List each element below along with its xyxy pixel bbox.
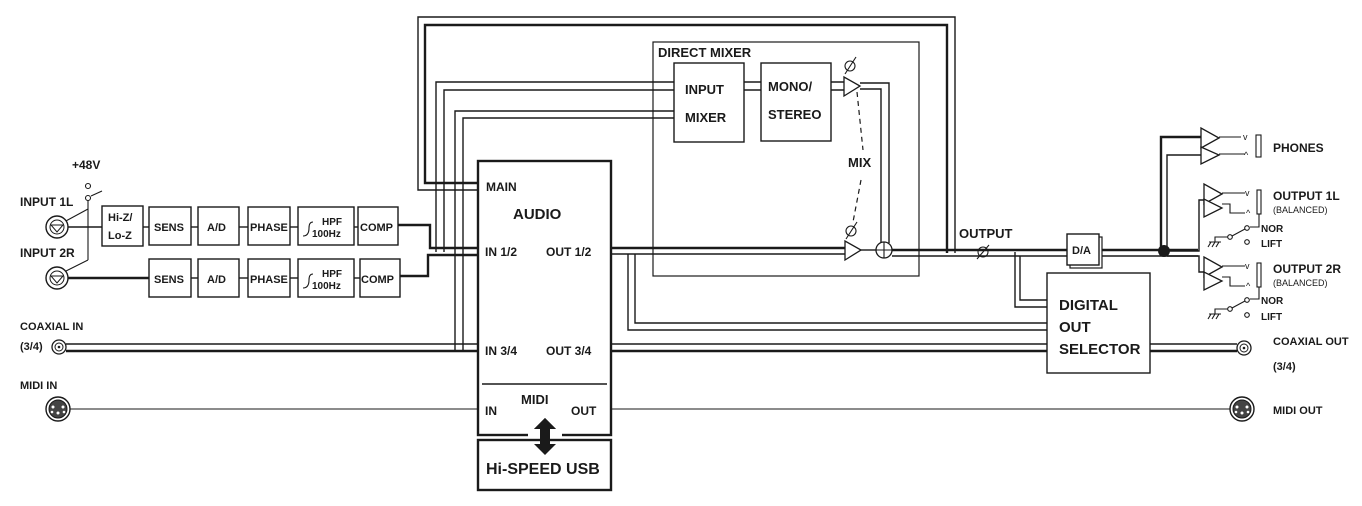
output2-jack-icon xyxy=(1256,262,1262,288)
xlr-jack-input2 xyxy=(45,266,69,290)
hiz-label-2: Lo-Z xyxy=(108,230,132,242)
phantom-label: +48V xyxy=(72,158,100,172)
coaxial-out-channel: (3/4) xyxy=(1273,361,1296,373)
midi-in-jack xyxy=(45,396,71,422)
hpf-label-2: HPF xyxy=(322,269,342,280)
xlr-jack-input1 xyxy=(45,215,69,239)
phones-jack-icon xyxy=(1255,134,1262,158)
midi-label: MIDI xyxy=(521,392,548,407)
hpf-freq-2: 100Hz xyxy=(312,281,341,292)
in34-label: IN 3/4 xyxy=(485,344,517,358)
svg-text:^: ^ xyxy=(1246,208,1251,218)
output2-label: OUTPUT 2R xyxy=(1273,262,1341,276)
da-converter-block xyxy=(1066,233,1100,266)
ad-label-2: A/D xyxy=(207,274,226,286)
phones-label: PHONES xyxy=(1273,141,1324,155)
output2-amps xyxy=(1203,255,1224,292)
input-mixer-label-1: INPUT xyxy=(685,82,724,97)
ground-icon-1 xyxy=(1207,236,1228,248)
ground-lift-switch-1 xyxy=(1231,228,1246,237)
hpf-label-1: HPF xyxy=(322,217,342,228)
comp-label-2: COMP xyxy=(361,274,394,286)
digital-out-selector-block xyxy=(1046,272,1151,374)
svg-text:^: ^ xyxy=(1244,150,1249,160)
phase-label-1: PHASE xyxy=(250,222,288,234)
direct-mixer-frame xyxy=(652,41,920,277)
hpf-freq-1: 100Hz xyxy=(312,229,341,240)
usb-label: Hi-SPEED USB xyxy=(486,461,600,478)
output1-label: OUTPUT 1L xyxy=(1273,189,1340,203)
sens-label-2: SENS xyxy=(154,274,184,286)
midi-in-port-label: IN xyxy=(485,404,497,418)
digital-out-label-2: OUT xyxy=(1059,319,1091,336)
phase-symbol-top xyxy=(844,60,856,72)
phase-label-2: PHASE xyxy=(250,274,288,286)
digital-out-label-1: DIGITAL xyxy=(1059,297,1118,314)
midi-in-label: MIDI IN xyxy=(20,380,57,392)
digital-out-label-3: SELECTOR xyxy=(1059,341,1141,358)
ground-lift-switch-2 xyxy=(1231,300,1246,309)
mix-amp-top xyxy=(843,75,862,98)
coaxial-in-channel: (3/4) xyxy=(20,341,43,353)
return-lines xyxy=(417,16,956,350)
main-label: MAIN xyxy=(486,180,517,194)
input2-label: INPUT 2R xyxy=(20,246,75,260)
coaxial-in-jack xyxy=(51,339,67,355)
mono-stereo-label-2: STEREO xyxy=(768,107,821,122)
sens-label-1: SENS xyxy=(154,222,184,234)
mono-stereo-label-1: MONO/ xyxy=(768,79,812,94)
ad-label-1: A/D xyxy=(207,222,226,234)
svg-text:^: ^ xyxy=(1246,281,1251,291)
channel1-chain: SENS A/D PHASE HPF 100Hz COMP xyxy=(148,206,399,246)
comp-label-1: COMP xyxy=(360,222,393,234)
midi-out-label: MIDI OUT xyxy=(1273,405,1323,417)
coaxial-out-jack xyxy=(1236,340,1252,356)
direct-mixer-title: DIRECT MIXER xyxy=(658,45,752,60)
svg-text:v: v xyxy=(1245,188,1250,198)
input1-label: INPUT 1L xyxy=(20,195,73,209)
phones-amps xyxy=(1200,126,1221,166)
hiz-loz-block xyxy=(101,205,144,247)
da-label: D/A xyxy=(1072,245,1091,257)
coaxial-in-label: COAXIAL IN xyxy=(20,321,83,333)
output1-sublabel: (BALANCED) xyxy=(1273,205,1328,215)
input-mixer-label-2: MIXER xyxy=(685,110,727,125)
phase-symbol-bottom xyxy=(845,225,857,237)
channel2-chain: SENS A/D PHASE HPF 100Hz COMP xyxy=(148,258,401,298)
out34-label: OUT 3/4 xyxy=(546,344,592,358)
ground-icon-2 xyxy=(1207,308,1228,320)
midi-out-jack xyxy=(1229,396,1255,422)
input-mixer-block xyxy=(673,62,745,143)
phantom-switch xyxy=(90,190,103,197)
hiz-label-1: Hi-Z/ xyxy=(108,212,132,224)
svg-text:v: v xyxy=(1243,132,1248,142)
output-label: OUTPUT xyxy=(959,226,1013,241)
audio-label: AUDIO xyxy=(513,206,562,223)
mix-label: MIX xyxy=(848,155,871,170)
output1-nor-label: NOR xyxy=(1261,224,1284,235)
mix-amp-bottom xyxy=(844,239,863,262)
output2-nor-label: NOR xyxy=(1261,296,1284,307)
output2-lift-label: LIFT xyxy=(1261,312,1282,323)
coaxial-out-label: COAXIAL OUT xyxy=(1273,336,1349,348)
in12-label: IN 1/2 xyxy=(485,245,517,259)
output1-amps xyxy=(1203,182,1224,219)
midi-out-port-label: OUT xyxy=(571,404,597,418)
mono-stereo-block xyxy=(760,62,832,142)
output2-sublabel: (BALANCED) xyxy=(1273,278,1328,288)
output1-jack-icon xyxy=(1256,189,1262,215)
svg-text:v: v xyxy=(1245,261,1250,271)
output1-lift-label: LIFT xyxy=(1261,239,1282,250)
out12-label: OUT 1/2 xyxy=(546,245,592,259)
output-phase-symbol xyxy=(977,246,989,258)
